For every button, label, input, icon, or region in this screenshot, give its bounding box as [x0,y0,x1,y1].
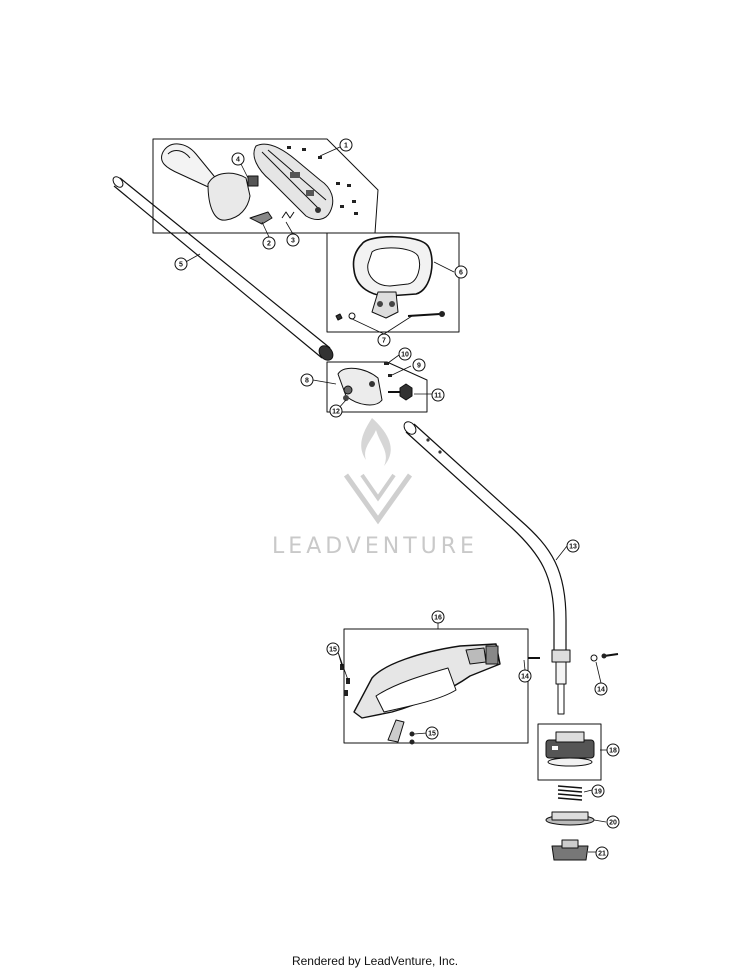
svg-text:15: 15 [329,647,337,654]
trigger-lever-part-2 [249,211,273,225]
svg-text:14: 14 [521,674,529,681]
knob-part-11 [399,383,413,401]
svg-text:21: 21 [598,851,606,858]
handle-clamp [371,291,399,319]
callout-13: 13 [566,539,580,553]
svg-text:18: 18 [609,748,617,755]
callout-16: 16 [431,610,445,624]
part-5-upper-shaft [112,176,334,361]
coupler-body [337,367,383,406]
callout-6: 6 [454,265,468,279]
svg-text:20: 20 [609,820,617,827]
part-16-guard-group [340,628,529,745]
footer-credit: Rendered by LeadVenture, Inc. [291,954,459,968]
callout-15-bottom: 15 [425,726,439,740]
svg-text:10: 10 [401,352,409,359]
svg-text:1: 1 [344,143,348,150]
svg-text:3: 3 [291,238,295,245]
svg-text:8: 8 [305,378,309,385]
callout-8: 8 [300,373,314,387]
svg-text:16: 16 [434,615,442,622]
callout-19: 19 [591,784,605,798]
shaft-clamp [551,649,571,663]
throttle-cover [207,172,251,221]
part-1-trigger-housing-group [152,138,379,234]
svg-text:5: 5 [179,262,183,269]
screw-set-1 [287,146,358,215]
callout-11: 11 [431,388,445,402]
part-8-coupler-group [326,361,428,413]
callout-9: 9 [412,358,426,372]
svg-text:19: 19 [594,789,602,796]
callout-18: 18 [606,743,620,757]
cutter-blade [387,719,405,743]
svg-text:11: 11 [434,393,442,400]
svg-text:12: 12 [332,409,340,416]
part-20-spool [545,811,595,826]
part-6-assist-handle-group [326,232,460,333]
callout-14-left: 14 [518,669,532,683]
callout-7: 7 [377,333,391,347]
svg-text:13: 13 [569,544,577,551]
callout-1: 1 [339,138,353,152]
nut-part-7 [335,313,343,321]
callout-14-right: 14 [594,682,608,696]
part-18-trimmer-head-group [537,723,602,781]
svg-text:6: 6 [459,270,463,277]
switch-part-4 [247,175,259,187]
callout-5: 5 [174,257,188,271]
watermark-flame-logo [343,418,413,525]
callout-12: 12 [329,404,343,418]
callout-4: 4 [231,152,245,166]
svg-text:7: 7 [382,338,386,345]
callout-15-top: 15 [326,642,340,656]
callout-3: 3 [286,233,300,247]
leader-lines [181,146,608,853]
svg-text:14: 14 [597,687,605,694]
callouts: 1 4 2 3 5 6 7 10 9 8 11 12 13 16 15 14 1… [174,138,620,860]
part-21-bump-knob [551,839,589,861]
spring-part-3 [281,211,295,219]
callout-20: 20 [606,815,620,829]
callout-21: 21 [595,846,609,860]
bolt-part-7 [407,313,441,317]
svg-text:4: 4 [236,157,240,164]
callout-10: 10 [398,347,412,361]
svg-text:9: 9 [417,363,421,370]
svg-text:2: 2 [267,241,271,248]
part-13-lower-shaft [403,421,571,715]
callout-2: 2 [262,236,276,250]
part-19-spring [557,785,583,801]
svg-text:15: 15 [428,731,436,738]
watermark: LEADVENTURE [272,418,478,559]
watermark-brand-text: LEADVENTURE [272,534,478,559]
